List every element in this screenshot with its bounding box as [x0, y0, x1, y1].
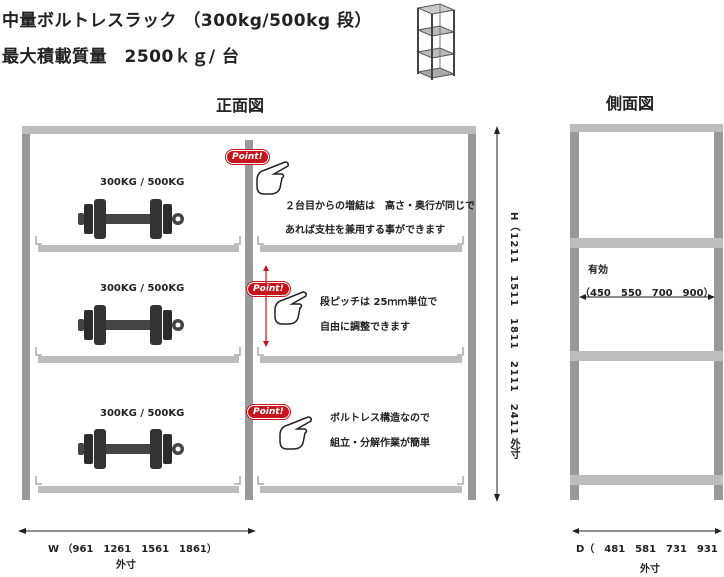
point-text-3a: ボルトレス構造なので — [330, 413, 430, 424]
front-left-post — [22, 126, 30, 500]
pointing-hand-icon — [253, 160, 293, 196]
front-shelf-left-3 — [38, 486, 239, 493]
point-callout-3: Point! — [247, 405, 290, 419]
width-unit-label: 外寸 — [116, 560, 136, 571]
front-shelf-right-3 — [260, 486, 462, 493]
pointing-hand-icon — [271, 290, 311, 326]
load-label-1: 300KG / 500KG — [100, 177, 185, 188]
side-right-post — [714, 124, 723, 500]
front-shelf-right-1 — [260, 245, 462, 252]
point-badge: Point! — [247, 405, 290, 419]
point-text-1a: ２台目からの増結は 高さ・奥行が同じで — [285, 201, 475, 212]
front-view-heading: 正面図 — [216, 96, 265, 115]
width-dimension-arrow — [18, 526, 256, 536]
depth-unit-label: 外寸 — [640, 564, 660, 575]
load-label-2: 300KG / 500KG — [100, 283, 185, 294]
height-dimension-label: H（1211 1511 1811 2111 2411 ） — [508, 212, 519, 458]
dumbbell-icon — [78, 426, 188, 472]
load-label-3: 300KG / 500KG — [100, 408, 185, 419]
point-text-2b: 自由に調整できます — [320, 322, 410, 333]
point-badge: Point! — [226, 150, 269, 164]
front-right-post — [468, 126, 476, 500]
effective-depth-arrow — [579, 292, 715, 302]
width-dimension-label: W （961 1261 1561 1861） — [48, 544, 217, 555]
dumbbell-icon — [78, 302, 188, 348]
side-shelf-2 — [570, 351, 723, 361]
front-shelf-right-2 — [260, 356, 462, 363]
dumbbell-icon — [78, 196, 188, 242]
title-line-1: 中量ボルトレスラック （300kg/500kg 段） — [2, 11, 372, 31]
height-unit-label: 外寸 — [508, 438, 519, 460]
side-shelf-1 — [570, 238, 723, 248]
point-text-2a: 段ピッチは 25ｍｍ単位で — [320, 297, 438, 308]
pitch-adjust-arrow-icon — [262, 265, 270, 347]
shelf-bracket-lines — [35, 236, 464, 485]
point-text-3b: 組立・分解作業が簡単 — [330, 438, 430, 449]
effective-label: 有効 — [588, 265, 608, 276]
depth-dimension-arrow — [572, 526, 722, 536]
front-shelf-left-1 — [38, 245, 239, 252]
side-view-heading: 側面図 — [606, 94, 655, 113]
point-callout-2: Point! — [247, 282, 290, 296]
front-shelf-left-2 — [38, 356, 239, 363]
side-shelf-3 — [570, 475, 723, 485]
height-dimension-arrow — [492, 126, 502, 502]
pointing-hand-icon — [276, 415, 316, 453]
rack-thumbnail-icon — [410, 2, 460, 82]
point-callout-1: Point! — [226, 150, 269, 164]
front-center-post — [245, 126, 253, 500]
side-top-shelf — [570, 124, 723, 132]
effective-depth-label: （450 550 700 900） — [580, 288, 714, 299]
top-gap — [243, 134, 255, 140]
front-top-shelf — [22, 126, 476, 134]
title-line-2: 最大積載質量 2500ｋｇ/ 台 — [2, 47, 240, 67]
side-left-post — [570, 124, 579, 500]
point-badge: Point! — [247, 282, 290, 296]
point-text-1b: あれば支柱を兼用する事ができます — [285, 225, 445, 236]
depth-dimension-label: D（ 481 581 731 931 ） — [576, 544, 724, 555]
